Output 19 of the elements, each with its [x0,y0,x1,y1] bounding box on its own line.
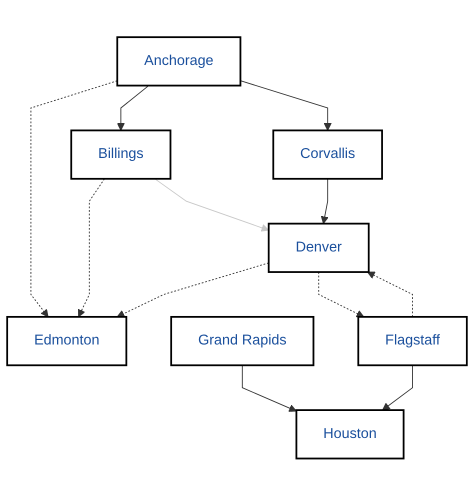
node-box: Edmonton [6,316,128,366]
node-box: Anchorage [116,36,242,86]
node-box: Billings [70,129,172,180]
arrow [154,178,270,232]
arrow [116,84,150,130]
node-box: Grand Rapids [170,316,314,366]
node-box: Denver [268,222,370,273]
arrow [242,364,297,412]
node-box: Houston [296,408,404,460]
arrow [320,178,329,224]
arrow [116,262,270,317]
arrow [30,80,118,317]
arrow [382,364,413,410]
arrow [318,271,364,317]
arrow [78,178,105,317]
node-box: Flagstaff [357,316,468,366]
arrow [240,80,332,130]
arrow [367,271,413,317]
node-box: Corvallis [272,129,383,180]
